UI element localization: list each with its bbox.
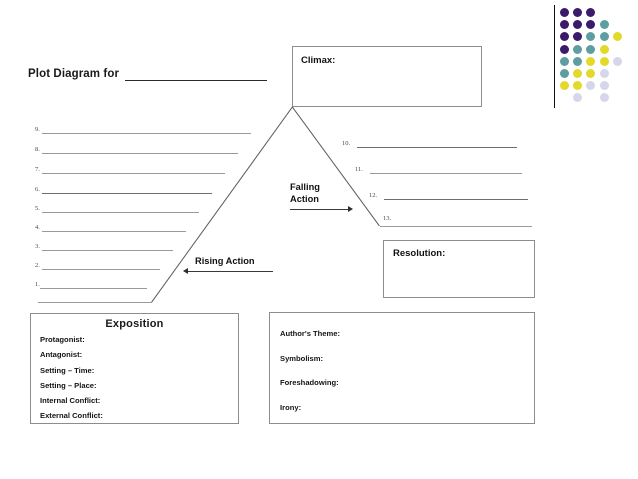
- resolution-label: Resolution:: [393, 248, 446, 259]
- line-number: 3.: [35, 243, 40, 250]
- literary-field: Symbolism:: [280, 353, 324, 363]
- ornament-dot: [586, 44, 596, 54]
- line-number: 12.: [369, 192, 378, 199]
- title-blank-line[interactable]: [125, 68, 268, 81]
- ornament-dot: [573, 69, 583, 78]
- vertical-rule-divider: [554, 5, 555, 108]
- ornament-dot: [573, 44, 583, 54]
- falling-action-arrow-line: [290, 209, 348, 210]
- ornament-dot: [573, 32, 583, 42]
- ornament-dot: [560, 69, 569, 78]
- literary-elements-box[interactable]: Author's Theme: Symbolism: Foreshadowing…: [269, 312, 535, 424]
- line-number: 7.: [35, 166, 40, 173]
- ornament-dot: [573, 81, 583, 91]
- ornament-dot: [612, 56, 622, 66]
- ornament-dot: [573, 8, 583, 17]
- exposition-field: External Conflict:: [40, 411, 103, 421]
- writing-line[interactable]: [380, 226, 532, 227]
- ornament-dot: [573, 56, 583, 66]
- exposition-field-list: Protagonist: Antagonist: Setting – Time:…: [31, 332, 238, 424]
- exposition-field: Antagonist:: [40, 350, 83, 360]
- writing-line[interactable]: [42, 133, 251, 134]
- resolution-box[interactable]: Resolution:: [383, 240, 535, 298]
- writing-line[interactable]: [42, 250, 173, 251]
- ornament-dot: [599, 93, 609, 103]
- line-number: 5.: [35, 205, 40, 212]
- ornament-dot: [573, 93, 583, 103]
- ornament-dot: [586, 56, 596, 66]
- ornament-dot: [599, 81, 609, 91]
- ornament-dot: [586, 81, 596, 91]
- writing-line[interactable]: [384, 199, 528, 200]
- exposition-field: Setting – Time:: [40, 365, 95, 375]
- line-number: 4.: [35, 224, 40, 231]
- ornament-dot: [560, 56, 569, 66]
- line-number: 6.: [35, 186, 40, 193]
- ornament-dot: [599, 20, 609, 30]
- ornament-dot: [586, 20, 596, 30]
- ornament-dot: [560, 20, 569, 30]
- writing-line[interactable]: [370, 173, 522, 174]
- ornament-dot: [599, 44, 609, 54]
- exposition-field: Protagonist:: [40, 335, 85, 344]
- page-title: Plot Diagram for: [28, 68, 268, 81]
- exposition-box[interactable]: Exposition Protagonist: Antagonist: Sett…: [30, 313, 239, 424]
- exposition-field: Setting – Place:: [40, 380, 97, 390]
- exposition-title: Exposition: [105, 318, 164, 330]
- literary-field: Foreshadowing:: [280, 378, 339, 387]
- writing-line[interactable]: [42, 173, 225, 174]
- ornament-dot: [573, 20, 583, 30]
- writing-line[interactable]: [42, 212, 199, 213]
- ornament-dot: [560, 44, 569, 54]
- falling-action-arrow-head-icon: [348, 206, 353, 212]
- writing-line[interactable]: [42, 153, 238, 154]
- line-number: 8.: [35, 146, 40, 153]
- literary-field-list: Author's Theme: Symbolism: Foreshadowing…: [270, 313, 534, 420]
- rising-action-arrow-head-icon: [183, 268, 188, 274]
- dot-grid-ornament: [560, 8, 632, 104]
- line-number: 2.: [35, 262, 40, 269]
- ornament-dot: [560, 32, 569, 42]
- writing-line[interactable]: [42, 269, 160, 270]
- writing-line[interactable]: [42, 231, 186, 232]
- falling-action-label: Falling Action: [290, 182, 320, 204]
- line-number: 10.: [342, 140, 351, 147]
- literary-field: Author's Theme:: [280, 329, 341, 338]
- ornament-dot: [599, 32, 609, 42]
- literary-field: Irony:: [280, 402, 302, 412]
- climax-label: Climax:: [301, 55, 336, 66]
- page-title-text: Plot Diagram for: [28, 68, 120, 80]
- writing-line[interactable]: [38, 302, 152, 303]
- writing-line[interactable]: [42, 193, 212, 194]
- ornament-dot: [599, 69, 609, 78]
- rising-action-arrow-line: [188, 271, 273, 272]
- ornament-dot: [586, 8, 596, 17]
- writing-line[interactable]: [40, 288, 147, 289]
- rising-action-label: Rising Action: [195, 256, 255, 266]
- line-number: 9.: [35, 126, 40, 133]
- line-number: 13.: [383, 215, 392, 222]
- ornament-dot: [560, 81, 569, 91]
- ornament-dot: [560, 8, 569, 17]
- climax-box[interactable]: Climax:: [292, 46, 482, 107]
- line-number: 11.: [355, 166, 363, 173]
- ornament-dot: [599, 56, 609, 66]
- ornament-dot: [586, 69, 596, 78]
- ornament-dot: [586, 32, 596, 42]
- line-number: 1.: [35, 281, 40, 288]
- ornament-dot: [612, 32, 622, 42]
- rising-action-leg: [151, 106, 293, 303]
- exposition-field: Internal Conflict:: [40, 396, 101, 406]
- writing-line[interactable]: [357, 147, 517, 148]
